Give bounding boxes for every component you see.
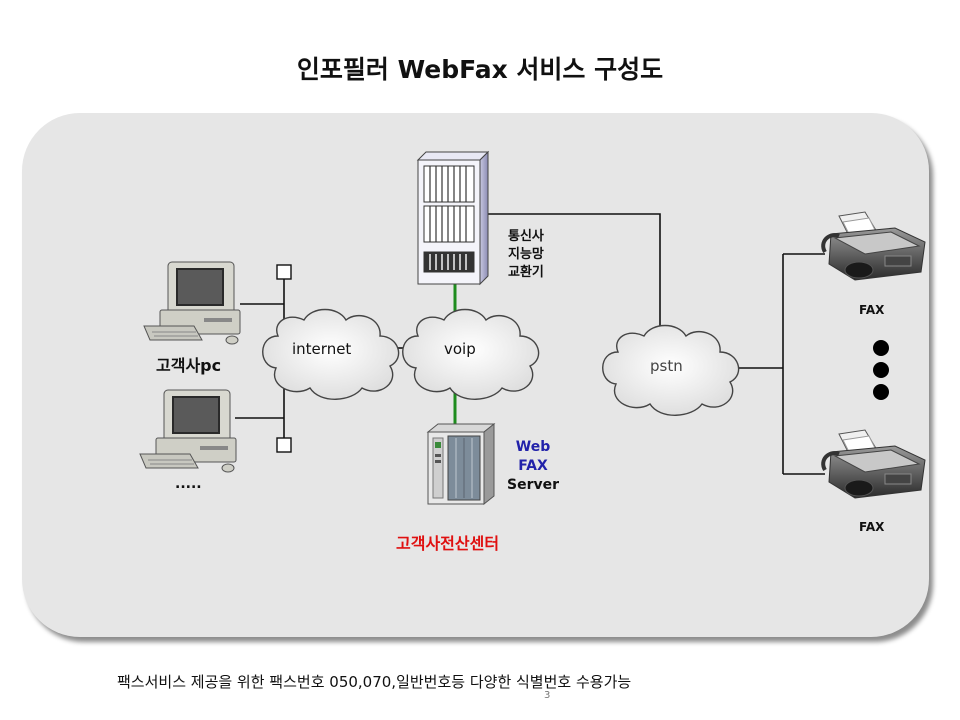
voip-cloud-label: voip [444, 340, 476, 358]
cloud-icon [262, 308, 400, 400]
webfax-server-label: Web FAX Server [504, 438, 562, 495]
desktop-pc-icon [143, 261, 241, 345]
pstn-cloud-label: pstn [650, 357, 683, 375]
fax-machine-icon [821, 211, 926, 281]
client-pc-label: 고객사pc [156, 356, 222, 375]
desktop-pc-icon [139, 389, 237, 473]
page-title: 인포필러 WebFax 서비스 구성도 [296, 55, 664, 84]
cloud-icon [402, 308, 540, 400]
webfax-server-label-web: Web [515, 439, 551, 455]
webfax-server-label-server: Server [506, 477, 559, 493]
internet-cloud-label: internet [292, 340, 352, 358]
exchange-label-line-1: 통신사 [508, 229, 544, 244]
ellipsis-label: ..... [175, 476, 202, 492]
file-server-icon [426, 422, 496, 506]
cloud-icon [602, 324, 740, 416]
more-dots-icon [873, 340, 889, 400]
page-number: 3 [544, 690, 551, 701]
exchange-label-line-2: 지능망 [508, 247, 544, 262]
datacenter-label: 고객사전산센터 [396, 534, 500, 553]
link-exchange-pstn [488, 213, 661, 326]
webfax-server-label-fax: FAX [518, 458, 548, 474]
fax-top-label: FAX [859, 303, 885, 317]
fax-machine-icon [821, 429, 926, 499]
exchange-label: 통신사 지능망 교환기 [508, 228, 544, 282]
exchange-label-line-3: 교환기 [508, 265, 544, 280]
hub-box-top [276, 264, 292, 280]
hub-box-bottom [276, 437, 292, 453]
footer-note: 팩스서비스 제공을 위한 팩스번호 050,070,일반번호등 다양한 식별번호… [117, 673, 632, 691]
server-rack-icon [416, 150, 490, 286]
fax-bottom-label: FAX [859, 520, 885, 534]
